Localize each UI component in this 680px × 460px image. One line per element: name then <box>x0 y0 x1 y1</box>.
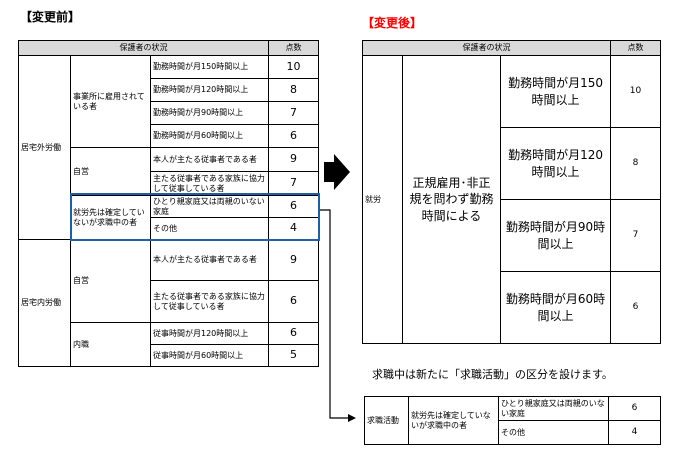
connector-arrowhead-icon <box>348 414 356 422</box>
before-row-label: 従事時間が月60時間以上 <box>149 344 270 367</box>
employment-type-label: 正規雇用･非正規を問わず勤務時間による <box>402 55 501 344</box>
before-row-points: 7 <box>268 171 320 196</box>
before-row-label: 勤務時間が月90時間以上 <box>149 101 270 125</box>
job-search-row-label: ひとり親家庭又は両親のいない家庭 <box>498 396 609 421</box>
before-row-label: 勤務時間が月60時間以上 <box>149 124 270 148</box>
before-row-points: 9 <box>268 239 320 281</box>
group-inside-label: 居宅内労働 <box>18 239 71 367</box>
before-row-label: 勤務時間が月120時間以上 <box>149 78 270 102</box>
after-row-label: 勤務時間が月60時間以上 <box>499 271 612 344</box>
job-search-row-label: その他 <box>498 420 609 445</box>
job-search-table: 求職活動 就労先は確定していないが求職中の者 ひとり親家庭又は両親のいない家庭 … <box>364 396 661 445</box>
before-row-label: 主たる従事者である家族に協力して従事している者 <box>149 171 270 196</box>
job-search-row-points: 4 <box>608 420 661 445</box>
before-row-label: 主たる従事者である家族に協力して従事している者 <box>149 280 270 323</box>
before-table: 保護者の状況 点数 居宅外労働 事業所に雇用されている者 勤務時間が月150時間… <box>17 40 320 367</box>
after-row-points: 8 <box>610 127 662 200</box>
before-header-status: 保護者の状況 <box>17 40 270 56</box>
connector-line <box>320 209 348 419</box>
job-search-label: 求職活動 <box>364 396 409 445</box>
job-search-sub-label: 就労先は確定していないが求職中の者 <box>408 396 499 445</box>
job-search-row-points: 6 <box>608 396 661 421</box>
job-search-note: 求職中は新たに「求職活動」の区分を設けます。 <box>372 368 613 381</box>
cottage-work-label: 内職 <box>70 322 151 367</box>
work-label: 就労 <box>362 55 403 344</box>
change-arrow-graphic <box>320 154 356 422</box>
after-title: 【変更後】 <box>362 16 423 30</box>
before-title: 【変更前】 <box>20 10 81 24</box>
before-row-points: 6 <box>268 322 320 345</box>
self-employed2-label: 自営 <box>70 239 151 323</box>
after-header-status: 保護者の状況 <box>361 40 612 56</box>
after-row-label: 勤務時間が月150時間以上 <box>499 55 612 128</box>
before-row-points: 5 <box>268 344 320 367</box>
before-row-points: 6 <box>268 280 320 323</box>
before-row-points: 8 <box>268 78 320 102</box>
after-row-label: 勤務時間が月90時間以上 <box>499 199 612 272</box>
group-outside-label: 居宅外労働 <box>18 55 71 240</box>
job-seeking-label: 就労先は確定していないが求職中の者 <box>70 195 151 240</box>
employed-label: 事業所に雇用されている者 <box>70 55 151 148</box>
job-seeking-highlight <box>70 193 320 241</box>
before-row-label: 本人が主たる従事者である者 <box>149 147 270 172</box>
before-row-label: 勤務時間が月150時間以上 <box>149 55 270 79</box>
after-row-points: 7 <box>610 199 662 272</box>
after-header-points: 点数 <box>610 40 662 56</box>
after-row-points: 6 <box>610 271 662 344</box>
before-row-points: 6 <box>268 124 320 148</box>
before-row-label: ひとり親家庭又は両親のいない家庭 <box>149 195 270 218</box>
self-employed-label: 自営 <box>70 147 151 196</box>
after-table: 保護者の状況 点数 就労 正規雇用･非正規を問わず勤務時間による 勤務時間が月1… <box>361 40 662 344</box>
before-row-points: 10 <box>268 55 320 79</box>
right-arrow-icon <box>324 154 350 190</box>
before-header-points: 点数 <box>268 40 320 56</box>
before-row-points: 9 <box>268 147 320 172</box>
before-row-label: 本人が主たる従事者である者 <box>149 239 270 281</box>
before-row-points: 7 <box>268 101 320 125</box>
before-row-label: 従事時間が月120時間以上 <box>149 322 270 345</box>
after-row-points: 10 <box>610 55 662 128</box>
after-row-label: 勤務時間が月120時間以上 <box>499 127 612 200</box>
